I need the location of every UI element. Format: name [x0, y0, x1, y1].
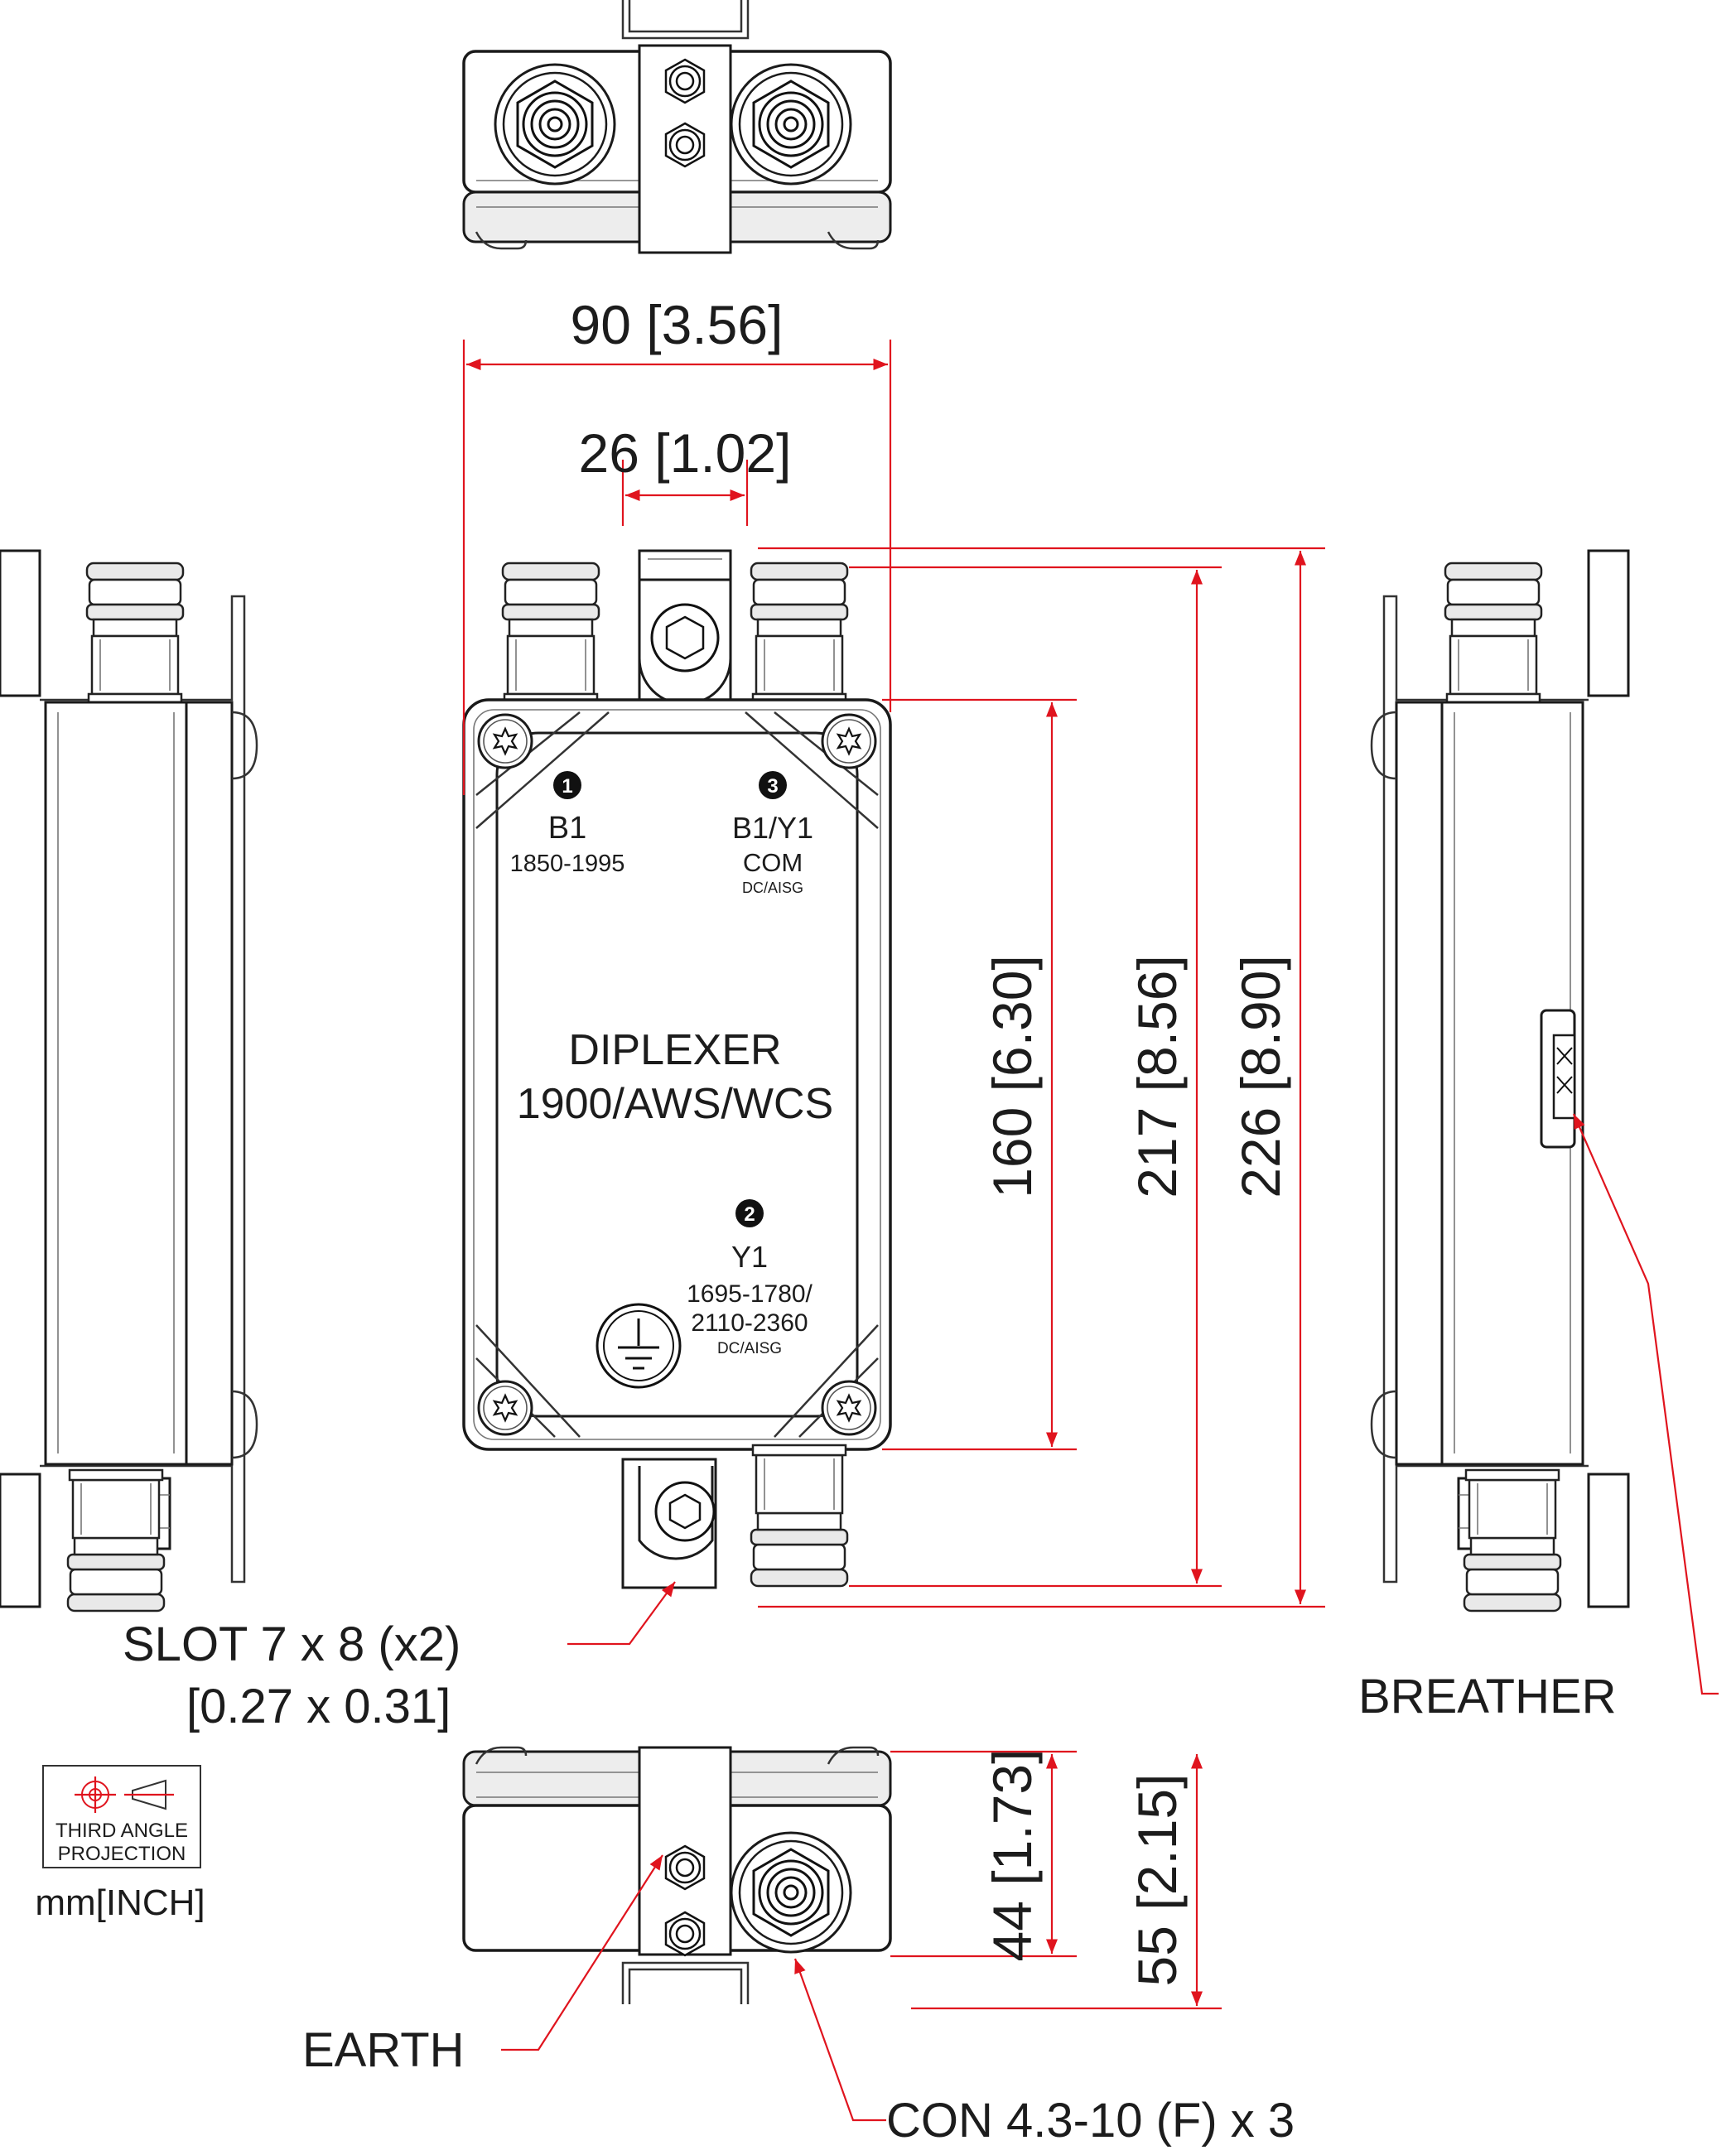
- dim-length-217: 217 [8.56]: [1126, 955, 1188, 1198]
- svg-text:PROJECTION: PROJECTION: [58, 1843, 186, 1865]
- svg-text:Y1: Y1: [731, 1240, 768, 1274]
- svg-text:THIRD ANGLE: THIRD ANGLE: [55, 1820, 188, 1842]
- svg-text:3: 3: [767, 775, 778, 798]
- dim-spacing-26: 26 [1.02]: [579, 422, 792, 484]
- breather-valve: [1540, 1009, 1576, 1149]
- slot-callout: SLOT 7 x 8 (x2): [123, 1617, 461, 1671]
- svg-text:1: 1: [562, 775, 572, 798]
- svg-text:1695-1780/: 1695-1780/: [687, 1280, 813, 1308]
- port-1-label: 1 B1 1850-1995: [510, 771, 625, 877]
- bottom-view: [462, 1746, 892, 2004]
- dim-depth-55: 55 [2.15]: [1126, 1774, 1188, 1987]
- svg-text:1850-1995: 1850-1995: [510, 851, 625, 877]
- dim-length-160: 160 [6.30]: [981, 955, 1043, 1198]
- front-view: 1 B1 1850-1995 3 B1/Y1 COM DC/AISG DIPLE…: [462, 549, 892, 1589]
- left-view: [0, 549, 258, 1612]
- dimension-lines: [462, 340, 1719, 2122]
- right-view: [1370, 549, 1630, 1612]
- svg-text:2110-2360: 2110-2360: [691, 1309, 808, 1337]
- earth-ground-icon: [596, 1303, 682, 1389]
- earth-callout: EARTH: [302, 2023, 465, 2077]
- product-bands: 1900/AWS/WCS: [517, 1080, 833, 1128]
- dim-length-226: 226 [8.90]: [1230, 955, 1291, 1198]
- port-3-label: 3 B1/Y1 COM DC/AISG: [732, 771, 813, 896]
- breather-callout: BREATHER: [1358, 1670, 1617, 1723]
- svg-text:B1/Y1: B1/Y1: [732, 811, 813, 845]
- connector-callout: CON 4.3-10 (F) x 3: [886, 2094, 1295, 2148]
- units-label: mm[INCH]: [35, 1882, 205, 1923]
- slot-callout-inch: [0.27 x 0.31]: [186, 1680, 451, 1733]
- top-view: [462, 0, 892, 254]
- product-title: DIPLEXER: [568, 1026, 781, 1074]
- dim-depth-44: 44 [1.73]: [981, 1749, 1043, 1962]
- dim-width-90: 90 [3.56]: [571, 294, 784, 355]
- svg-text:DC/AISG: DC/AISG: [742, 880, 803, 896]
- svg-text:COM: COM: [743, 848, 803, 877]
- port-2-label: 2 Y1 1695-1780/ 2110-2360 DC/AISG: [687, 1199, 813, 1357]
- svg-text:DC/AISG: DC/AISG: [717, 1340, 782, 1357]
- third-angle-projection-icon: THIRD ANGLE PROJECTION: [42, 1765, 201, 1868]
- svg-text:2: 2: [744, 1203, 755, 1226]
- svg-text:B1: B1: [548, 811, 586, 846]
